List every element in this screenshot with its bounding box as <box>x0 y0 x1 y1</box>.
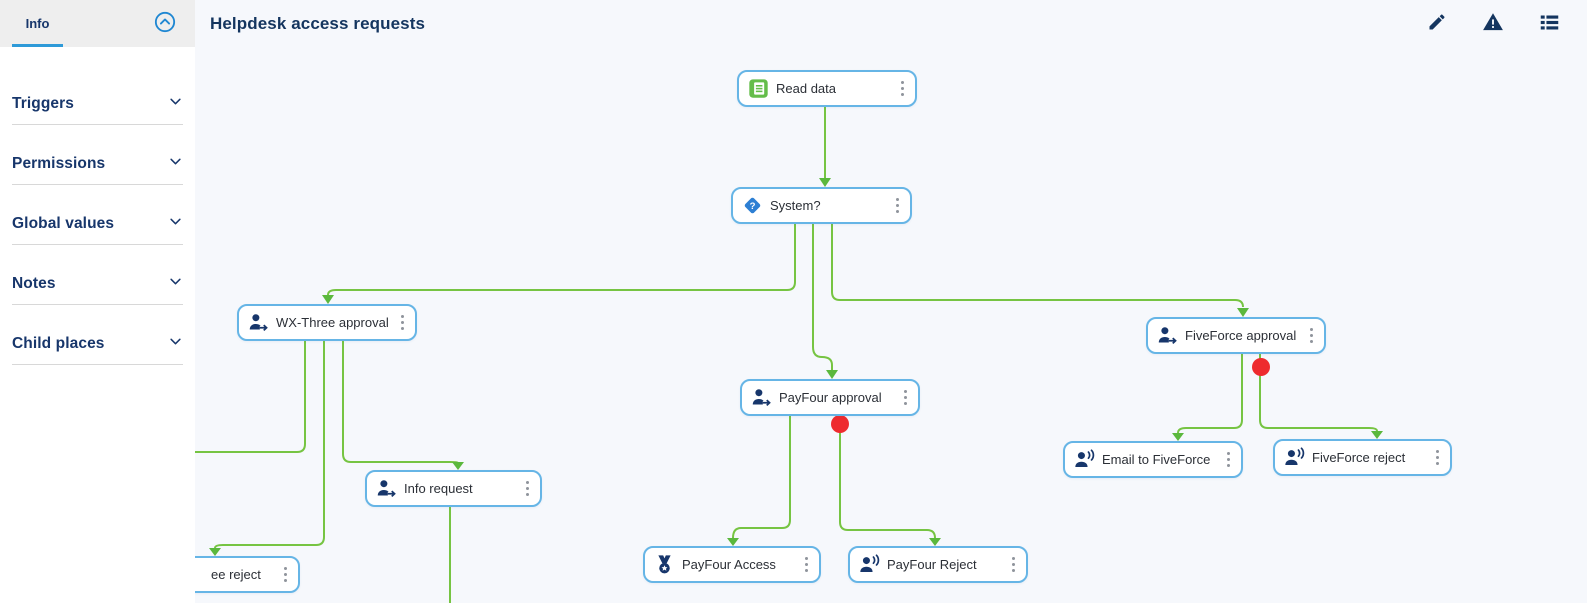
node-label: PayFour approval <box>779 390 882 405</box>
flow-node-fiveforce-reject[interactable]: FiveForce reject <box>1273 439 1452 476</box>
person-assign-icon <box>248 312 269 333</box>
sidebar: Info Triggers Permissions <box>0 0 195 603</box>
sidebar-item-notes[interactable]: Notes <box>12 264 183 305</box>
chevron-down-icon <box>168 94 183 114</box>
edge-system-wxthree <box>327 224 796 296</box>
person-notify-icon <box>1074 449 1095 470</box>
badge-icon <box>654 554 675 575</box>
flow-node-payfour-access[interactable]: PayFour Access <box>643 546 821 583</box>
header-actions <box>1425 12 1561 36</box>
flow-node-read-data[interactable]: Read data <box>737 70 917 107</box>
flow-node-wx-three-approval[interactable]: WX-Three approval <box>237 304 417 341</box>
sidebar-item-label: Notes <box>12 275 56 292</box>
main-header: Helpdesk access requests <box>195 0 1587 47</box>
edge-system-payfour <box>812 224 833 370</box>
main-area: Read data ? System? WX- <box>195 0 1587 603</box>
flow-node-fiveforce-approval[interactable]: FiveForce approval <box>1146 317 1326 354</box>
chevron-down-icon <box>168 154 183 174</box>
edit-button[interactable] <box>1425 12 1449 36</box>
person-assign-icon <box>376 478 397 499</box>
flow-node-info-request[interactable]: Info request <box>365 470 542 507</box>
flow-node-system[interactable]: ? System? <box>731 187 912 224</box>
node-menu-icon[interactable] <box>1224 448 1234 472</box>
sidebar-item-label: Global values <box>12 215 115 232</box>
edge-payfour-reject <box>839 416 936 539</box>
decision-icon: ? <box>742 195 763 216</box>
person-assign-icon <box>1157 325 1178 346</box>
list-icon <box>1539 12 1560 36</box>
edge-wxthree-left <box>195 341 306 453</box>
flow-node-email-to-fiveforce[interactable]: Email to FiveForce <box>1063 441 1243 478</box>
flow-connectors <box>195 107 1383 603</box>
collapse-panel-button[interactable] <box>153 11 177 36</box>
node-menu-icon[interactable] <box>523 477 533 501</box>
person-notify-icon <box>859 554 880 575</box>
node-label: Info request <box>404 481 473 496</box>
sidebar-item-permissions[interactable]: Permissions <box>12 144 183 185</box>
sidebar-item-label: Child places <box>12 335 105 352</box>
node-menu-icon[interactable] <box>893 194 903 218</box>
workflow-canvas[interactable]: Read data ? System? WX- <box>195 0 1587 603</box>
active-tab-indicator <box>12 44 63 47</box>
chevron-down-icon <box>168 214 183 234</box>
sidebar-item-label: Triggers <box>12 95 74 112</box>
edge-system-fiveforce <box>831 224 1244 308</box>
sidebar-header: Info <box>0 0 195 47</box>
edge-wxthree-inforequest <box>342 341 459 464</box>
edge-fiveforce-email <box>1177 354 1243 434</box>
node-label: FiveForce reject <box>1312 450 1406 465</box>
sidebar-item-global-values[interactable]: Global values <box>12 204 183 245</box>
error-dot[interactable] <box>831 415 849 433</box>
node-menu-icon[interactable] <box>1307 324 1317 348</box>
node-label: System? <box>770 198 821 213</box>
error-dot[interactable] <box>1252 358 1270 376</box>
node-menu-icon[interactable] <box>281 563 291 587</box>
node-menu-icon[interactable] <box>802 553 812 577</box>
node-menu-icon[interactable] <box>398 311 408 335</box>
node-label: WX-Three approval <box>276 315 389 330</box>
flow-node-payfour-reject[interactable]: PayFour Reject <box>848 546 1028 583</box>
svg-text:?: ? <box>750 201 756 212</box>
sidebar-item-label: Permissions <box>12 155 106 172</box>
chevron-down-icon <box>168 274 183 294</box>
node-menu-icon[interactable] <box>1009 553 1019 577</box>
flow-node-ee-reject-partial[interactable]: ee reject <box>195 556 300 593</box>
node-label: Email to FiveForce <box>1102 452 1211 467</box>
edge-wxthree-reject <box>214 341 325 549</box>
person-assign-icon <box>751 387 772 408</box>
node-label: FiveForce approval <box>1185 328 1297 343</box>
node-label: Read data <box>776 81 836 96</box>
warnings-button[interactable] <box>1481 12 1505 36</box>
list-view-button[interactable] <box>1537 12 1561 36</box>
document-icon <box>748 78 769 99</box>
flow-node-payfour-approval[interactable]: PayFour approval <box>740 379 920 416</box>
sidebar-nav: Triggers Permissions Global values <box>0 47 195 384</box>
page-title: Helpdesk access requests <box>210 13 426 33</box>
node-menu-icon[interactable] <box>1433 446 1443 470</box>
node-menu-icon[interactable] <box>901 386 911 410</box>
chevron-up-circle-icon <box>154 11 176 36</box>
person-notify-icon <box>1284 447 1305 468</box>
node-label: ee reject <box>211 567 261 582</box>
warning-icon <box>1482 11 1504 36</box>
node-label: PayFour Reject <box>887 557 977 572</box>
sidebar-item-child-places[interactable]: Child places <box>12 324 183 365</box>
sidebar-item-triggers[interactable]: Triggers <box>12 84 183 125</box>
node-menu-icon[interactable] <box>898 77 908 101</box>
edge-payfour-access <box>732 416 791 539</box>
node-label: PayFour Access <box>682 557 776 572</box>
tab-info[interactable]: Info <box>25 16 50 31</box>
chevron-down-icon <box>168 334 183 354</box>
pencil-icon <box>1427 12 1447 35</box>
edge-fiveforce-reject <box>1259 354 1378 432</box>
